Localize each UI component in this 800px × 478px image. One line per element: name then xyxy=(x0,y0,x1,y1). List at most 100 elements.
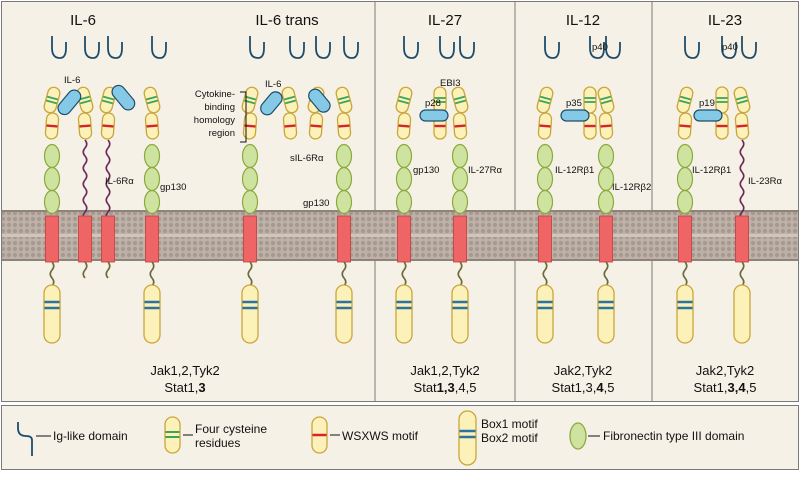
il12-p40-chr-domain-1 xyxy=(583,86,597,114)
legend-cys-label-2: residues xyxy=(195,436,240,450)
il27-il27ra-transmembrane xyxy=(453,215,467,263)
il6t-gp130-a-fn3-1 xyxy=(241,143,259,169)
legend-wsxws-label: WSXWS motif xyxy=(342,429,419,443)
il6-gp130-a-ig-like-domain xyxy=(51,36,67,59)
il23-il23r-chr-domain-1 xyxy=(733,86,751,114)
label-gp130-trans: gp130 xyxy=(303,198,329,209)
label-il12rb1: IL-12Rβ1 xyxy=(555,165,594,176)
il6-il6ra-a-ig-like-domain xyxy=(84,36,100,59)
chr-bracket xyxy=(240,91,247,143)
il27-il27ra-chr-domain-1-cys-1 xyxy=(453,95,466,101)
il23-il23r-chr-domain-1-cys-2 xyxy=(736,99,749,105)
il12-il12rb1-transmembrane xyxy=(538,215,552,263)
il6t-gp130-b-ig-like-domain xyxy=(343,36,359,59)
il12-il12rb2-transmembrane xyxy=(599,215,613,263)
il12-il12rb2-ig-like-domain xyxy=(605,36,621,59)
stat-il23-suffix: ,5 xyxy=(746,380,757,395)
il6-gp130-b-ig-like-domain xyxy=(151,36,167,59)
fn3-icon xyxy=(569,422,587,450)
il27-ebi3-ig-like-domain xyxy=(439,36,455,59)
label-sil6r: sIL-6Rα xyxy=(290,153,324,164)
il6-gp130-a-chr-domain-1-cys-2 xyxy=(45,99,58,105)
il27-il27ra-fn3-1 xyxy=(451,143,469,169)
il27-il27ra-ig-like-domain xyxy=(459,36,475,59)
label-p19: p19 xyxy=(699,98,715,109)
il27-gp130-chr-domain-1-cys-2 xyxy=(397,99,410,105)
stat-il6-prefix: Stat1, xyxy=(164,380,198,395)
stat-il23-bold: 3,4 xyxy=(728,380,747,395)
stat-il27-suffix: ,4,5 xyxy=(455,380,477,395)
il23-p40-chr-domain-1 xyxy=(715,86,729,114)
il27-gp130-transmembrane xyxy=(397,215,411,263)
il27-gp130-chr-domain-1-cys-1 xyxy=(398,95,411,101)
legend-wsxws: WSXWS motif xyxy=(311,416,419,454)
label-chr-line1: Cytokine- xyxy=(195,89,235,100)
il6t-gp130-a-fn3-2 xyxy=(241,166,259,192)
stat-il6-bold: 3 xyxy=(198,380,205,395)
il6t-gp130-a-ig-like-domain xyxy=(249,36,265,59)
jak-il12: Jak2,Tyk2 xyxy=(554,363,613,378)
il6-ligand-1 xyxy=(57,89,82,116)
legend-fn3-label: Fibronectin type III domain xyxy=(603,429,744,443)
il6-gp130-a-cytoplasmic-tail xyxy=(43,284,61,344)
il6-ligand-2 xyxy=(111,84,136,111)
il6-trans-ligand-2 xyxy=(308,88,331,113)
il6t-gp130-b-chr-domain-1 xyxy=(335,86,353,114)
p19-ligand xyxy=(693,109,723,122)
il23-il23r-chr-domain-2-wsxws xyxy=(736,124,748,128)
il23-il23r-stalk xyxy=(739,139,745,221)
il6t-gp130-a-cyto-linker xyxy=(247,261,253,287)
il27-il27ra-cyto-linker xyxy=(457,261,463,287)
legend: Ig-like domain Four cysteine residues WS… xyxy=(17,410,744,466)
legend-fn3: Fibronectin type III domain xyxy=(569,422,744,450)
legend-cysteine: Four cysteine residues xyxy=(164,416,267,454)
il27-gp130-ig-like-domain xyxy=(403,36,419,59)
il12-il12rb1-chr-domain-2-wsxws xyxy=(539,124,551,128)
stat-il27-prefix: Stat xyxy=(414,380,438,395)
il12-il12rb2-chr-domain-1 xyxy=(597,86,615,114)
label-p40-il23: p40 xyxy=(722,42,738,53)
il23-il12rb1-fn3-2 xyxy=(676,166,694,192)
il27-il27ra-fn3-3 xyxy=(451,189,469,215)
il6-gp130-b-chr-domain-2-wsxws xyxy=(146,124,158,128)
stat-il27: Stat1,3,4,5 xyxy=(414,380,477,395)
il27-il27ra-fn3-2 xyxy=(451,166,469,192)
il12-il12rb2-fn3-1 xyxy=(597,143,615,169)
label-il23r: IL-23Rα xyxy=(748,176,783,187)
stat-il23: Stat1,3,4,5 xyxy=(694,380,757,395)
il27-gp130-chr-domain-2-wsxws xyxy=(398,124,410,128)
il6t-gp130-b-cyto-linker xyxy=(341,261,347,287)
il12-p40-ig-like-domain xyxy=(589,36,605,59)
il27-il27ra-cytoplasmic-tail xyxy=(451,284,469,344)
cysteine-icon xyxy=(164,416,181,454)
stat-il23-prefix: Stat1, xyxy=(694,380,728,395)
label-gp130-il27: gp130 xyxy=(413,165,439,176)
stat-il27-bold: 1,3 xyxy=(437,380,455,395)
il23-il23r-chr-domain-1-cys-1 xyxy=(735,95,748,101)
il6t-gp130-b-cytoplasmic-tail xyxy=(335,284,353,344)
il27-gp130-cytoplasmic-tail xyxy=(395,284,413,344)
il27-gp130-fn3-2 xyxy=(395,166,413,192)
legend-box1-label: Box1 motif xyxy=(481,417,538,431)
il6-gp130-b-fn3-1 xyxy=(143,143,161,169)
il6-gp130-a-fn3-1 xyxy=(43,143,61,169)
stat-il12-prefix: Stat1,3, xyxy=(552,380,597,395)
label-il12rb2: IL-12Rβ2 xyxy=(612,182,651,193)
il12-il12rb1-chr-domain-1-cys-1 xyxy=(539,95,552,101)
legend-ig-like-label: Ig-like domain xyxy=(53,429,128,443)
il23-il23r-transmembrane xyxy=(735,215,749,263)
stat-il12: Stat1,3,4,5 xyxy=(552,380,615,395)
panel-title-il12: IL-12 xyxy=(566,12,600,29)
il27-il27ra-chr-domain-2-wsxws xyxy=(454,124,466,128)
il23-il12rb1-cyto-linker xyxy=(682,261,688,287)
il12-il12rb2-cytoplasmic-tail xyxy=(597,284,615,344)
il6-il6ra-b-ig-like-domain xyxy=(107,36,123,59)
il6-il6ra-b-transmembrane xyxy=(101,215,115,263)
il27-gp130-chr-domain-1 xyxy=(395,86,413,114)
il6-gp130-b-chr-domain-1-cys-1 xyxy=(145,95,158,101)
il6-gp130-a-cyto-linker xyxy=(49,261,55,287)
il6-il6ra-b-cyto-linker xyxy=(105,261,111,279)
label-chr-line3: homology xyxy=(194,115,235,126)
il6-gp130-a-chr-domain-2-wsxws xyxy=(46,124,58,128)
